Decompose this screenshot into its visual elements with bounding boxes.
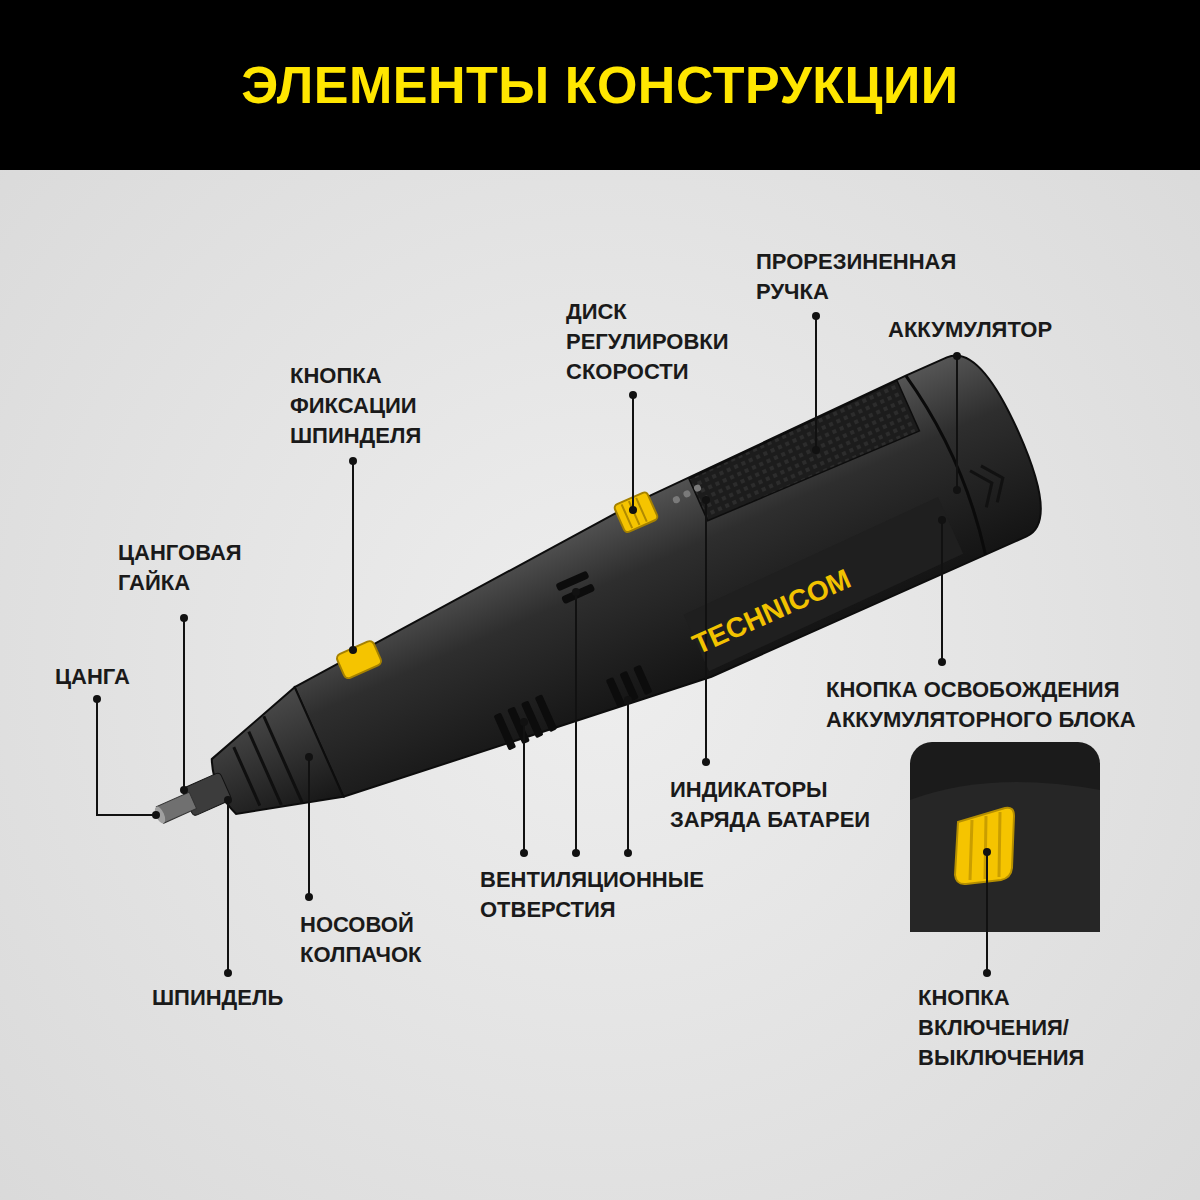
part-label: КНОПКА ОСВОБОЖДЕНИЯ АККУМУЛЯТОРНОГО БЛОК…	[826, 675, 1140, 735]
inset	[910, 742, 1100, 932]
leader-dots-part	[305, 893, 313, 901]
leader-dots-part	[624, 696, 632, 704]
leader-dots-part	[520, 718, 528, 726]
part-label: АККУМУЛЯТОР	[888, 315, 1057, 345]
leader-dots-part	[702, 496, 710, 504]
leader-dots-part	[224, 796, 232, 804]
power-switch	[955, 808, 1014, 884]
leader-dots-part	[624, 849, 632, 857]
rubber-grip	[687, 381, 919, 525]
leader-dots-part	[629, 391, 637, 399]
charge-indicator	[693, 483, 702, 492]
part-label: ЦАНГА	[55, 662, 134, 692]
leader-dots-part	[953, 486, 961, 494]
leader-dots-part	[812, 446, 820, 454]
leader-lines-part	[227, 800, 229, 973]
leader-dots-part	[938, 658, 946, 666]
leader-lines-part	[352, 461, 354, 650]
leader-lines	[97, 316, 987, 973]
part-label: ИНДИКАТОРЫ ЗАРЯДА БАТАРЕИ	[670, 775, 875, 835]
part-label: ШПИНДЕЛЬ	[152, 983, 288, 1013]
part-label: КНОПКА ФИКСАЦИИ ШПИНДЕЛЯ	[290, 361, 426, 451]
charge-indicator	[672, 495, 681, 504]
brand-panel	[682, 497, 965, 671]
inset-frame	[910, 742, 1100, 932]
leader-dots-part	[349, 646, 357, 654]
part-label: ЦАНГОВАЯ ГАЙКА	[118, 538, 246, 598]
switch-ridges	[970, 812, 1000, 880]
leader-lines-part	[632, 395, 634, 510]
leader-dots-part	[224, 969, 232, 977]
leader-dots-part	[349, 457, 357, 465]
leader-dots-part	[629, 506, 637, 514]
leader-dots	[93, 312, 991, 977]
leader-dots-part	[983, 848, 991, 856]
leader-dots-part	[953, 352, 961, 360]
vent-slots	[455, 566, 653, 755]
vent-slots-part	[606, 677, 626, 708]
collet-tip	[153, 805, 168, 825]
leader-lines-part	[815, 316, 817, 450]
brand-logo: TECHNICOM	[688, 563, 856, 661]
charge-indicator	[682, 489, 691, 498]
part-label: НОСОВОЙ КОЛПАЧОК	[300, 910, 426, 970]
leader-dots-part	[152, 811, 160, 819]
leader-lines-part	[183, 618, 185, 790]
leader-lines-part	[941, 520, 943, 662]
leader-lines-part	[97, 699, 156, 815]
leader-dots-part	[180, 786, 188, 794]
nose-ribs	[227, 716, 302, 818]
leader-dots-part	[180, 614, 188, 622]
battery-release	[970, 460, 1011, 508]
leader-lines-part	[523, 722, 525, 853]
lock-button	[335, 640, 382, 680]
leader-dots-part	[305, 753, 313, 761]
leader-lines-part	[627, 700, 629, 853]
leader-lines-part	[986, 852, 988, 973]
leader-dots-part	[572, 849, 580, 857]
speed-dial	[613, 491, 658, 533]
part-label: ВЕНТИЛЯЦИОННЫЕ ОТВЕРСТИЯ	[480, 865, 708, 925]
title-bar	[0, 0, 1200, 170]
part-label: ПРОРЕЗИНЕННАЯ РУЧКА	[756, 247, 961, 307]
leader-dots-part	[983, 969, 991, 977]
vent-slots-part	[633, 665, 653, 696]
leader-lines-part	[308, 757, 310, 897]
leader-dots-part	[938, 516, 946, 524]
leader-dots-part	[93, 695, 101, 703]
dial-ridges	[622, 498, 647, 528]
leader-lines-part	[575, 592, 577, 853]
leader-dots-part	[572, 588, 580, 596]
leader-dots-part	[520, 849, 528, 857]
leader-lines-part	[956, 356, 958, 490]
part-label: КНОПКА ВКЛЮЧЕНИЯ/ ВЫКЛЮЧЕНИЯ	[918, 983, 1089, 1073]
part-label: ДИСК РЕГУЛИРОВКИ СКОРОСТИ	[566, 297, 733, 387]
nose-cap	[193, 687, 343, 842]
leader-dots-part	[812, 312, 820, 320]
page-title: ЭЛЕМЕНТЫ КОНСТРУКЦИИ	[0, 0, 1200, 170]
leader-dots-part	[702, 758, 710, 766]
inset-body	[910, 782, 1100, 932]
vent-slots-part	[561, 583, 595, 604]
vent-slots-part	[535, 694, 558, 732]
